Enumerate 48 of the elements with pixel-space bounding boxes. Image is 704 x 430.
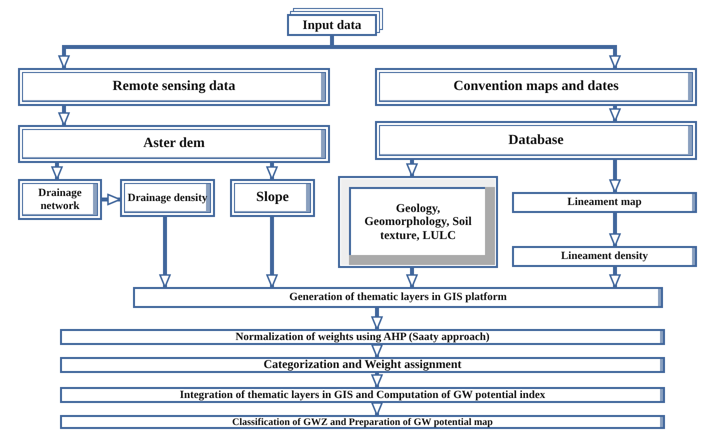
process-box [60,387,665,403]
node-label: Input data [302,18,362,32]
arrow [51,163,63,180]
arrow [609,267,621,288]
arrow [371,402,383,416]
arrow [371,308,383,330]
arrow [371,344,383,358]
process-box [18,68,330,106]
arrow [609,213,621,247]
node-label: Database [507,132,565,148]
node-label: Classification of GWZ and Preparation of GW potential map [231,416,494,428]
node-label: Lineament density [560,250,650,263]
process-box [375,68,697,106]
arrow [330,36,621,69]
arrow [371,373,383,388]
process-box [375,121,697,160]
process-box [18,125,330,163]
arrow [266,217,278,288]
arrow [266,163,278,180]
node-label: Drainage density [126,192,208,204]
process-box [512,192,697,213]
process-box [120,179,215,217]
arrow [609,160,621,193]
arrow [159,217,171,288]
process-box [60,357,665,373]
process-box [512,246,697,267]
arrow [406,268,418,288]
node-label: Convention maps and dates [452,79,620,95]
node-label: Slope [255,190,290,206]
node-label: Generation of thematic layers in GIS platform [288,291,508,304]
node-label: Normalization of weights using AHP (Saaty approach) [234,330,491,344]
process-box [18,179,102,220]
node-label: Lineament map [566,196,643,209]
arrow [102,194,121,206]
node-label: Drainage network [37,187,83,212]
process-box [60,329,665,345]
arrow [58,106,70,126]
arrow [406,160,418,177]
node-label: Categorization and Weight assignment [262,358,463,372]
node-label: Aster dem [142,136,206,152]
process-box [60,415,665,429]
process-box [133,287,663,308]
node-label: Geology, Geomorphology, Soil texture, LULC [363,202,473,242]
arrow [609,106,621,122]
process-box [230,179,315,217]
process-box [338,176,498,268]
node-label: Remote sensing data [112,79,236,95]
node-label: Integration of thematic layers in GIS and Computation of GW potential index [178,388,546,402]
